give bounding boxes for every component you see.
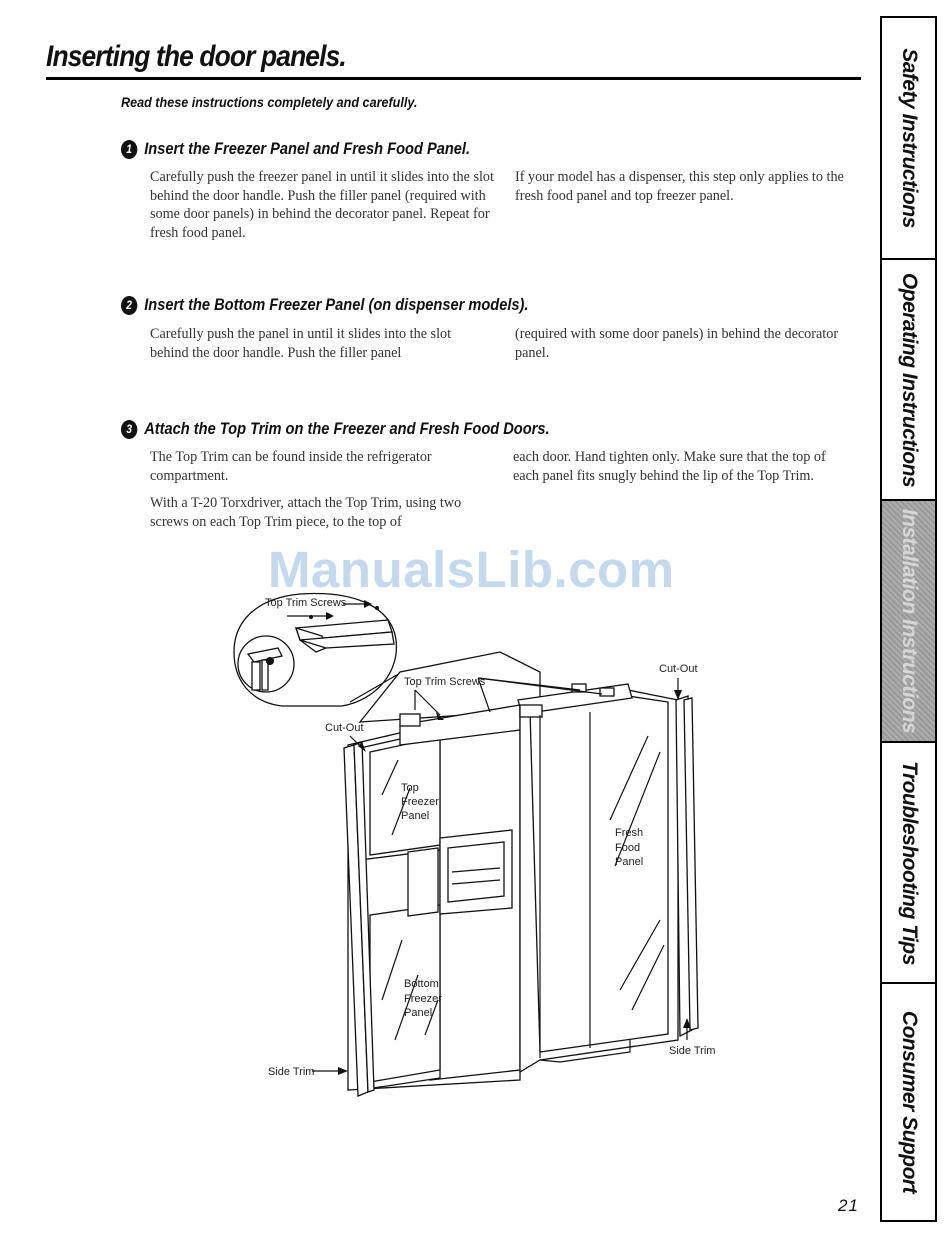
step-number-badge: 2 <box>121 296 138 315</box>
step-heading-text: Insert the Freezer Panel and Fresh Food … <box>144 139 471 158</box>
page-number: 21 <box>838 1196 859 1215</box>
step-3-heading: 3 Attach the Top Trim on the Freezer and … <box>121 419 550 439</box>
title-rule <box>46 77 861 80</box>
tab-installation-instructions[interactable]: Installation Instructions <box>882 501 935 743</box>
fresh-food-label-1: Fresh <box>615 827 643 839</box>
bottom-freezer-label-2: Freezer <box>404 993 442 1005</box>
tab-safety-instructions[interactable]: Safety Instructions <box>882 18 935 260</box>
cutout-left-label: Cut-Out <box>325 722 364 734</box>
side-trim-left-label: Side Trim <box>268 1066 314 1078</box>
step-number-badge: 1 <box>121 140 138 159</box>
tab-troubleshooting-tips[interactable]: Troubleshooting Tips <box>882 743 935 984</box>
paragraph: Carefully push the freezer panel in unti… <box>150 169 494 241</box>
step-number-badge: 3 <box>121 420 138 439</box>
tab-label: Installation Instructions <box>897 508 921 734</box>
step-1-left-column: Carefully push the freezer panel in unti… <box>150 168 500 251</box>
step-2-left-column: Carefully push the panel in until it sli… <box>150 325 490 371</box>
step-heading-text: Insert the Bottom Freezer Panel (on disp… <box>144 295 529 314</box>
tab-label: Operating Instructions <box>897 272 921 487</box>
fresh-food-label-2: Food <box>615 842 640 854</box>
step-3-right-column: each door. Hand tighten only. Make sure … <box>513 448 848 494</box>
tab-operating-instructions[interactable]: Operating Instructions <box>882 260 935 501</box>
step-heading-text: Attach the Top Trim on the Freezer and F… <box>144 419 550 438</box>
step-1-right-column: If your model has a dispenser, this step… <box>515 168 860 214</box>
cutout-right-label: Cut-Out <box>659 663 698 675</box>
top-freezer-label-3: Panel <box>401 810 429 822</box>
watermark: ManualsLib.com <box>268 541 675 598</box>
lead-instruction: Read these instructions completely and c… <box>121 94 418 110</box>
top-trim-screws-label: Top Trim Screws <box>404 676 486 688</box>
paragraph: Carefully push the panel in until it sli… <box>150 326 452 361</box>
freezer-door <box>343 704 521 1097</box>
paragraph: (required with some door panels) in behi… <box>515 326 839 361</box>
step-3-left-column: The Top Trim can be found inside the ref… <box>150 448 490 540</box>
tab-consumer-support[interactable]: Consumer Support <box>882 984 935 1220</box>
step-2-right-column: (required with some door panels) in behi… <box>515 325 855 371</box>
fresh-food-label-3: Panel <box>615 856 643 868</box>
paragraph: If your model has a dispenser, this step… <box>515 169 844 204</box>
tab-label: Safety Instructions <box>897 48 921 228</box>
step-2-heading: 2 Insert the Bottom Freezer Panel (on dis… <box>121 295 528 315</box>
fresh-food-door <box>517 683 699 1074</box>
paragraph: With a T-20 Torxdriver, attach the Top T… <box>150 495 462 530</box>
page-title: Inserting the door panels. <box>46 40 347 73</box>
paragraph: each door. Hand tighten only. Make sure … <box>513 449 826 484</box>
top-freezer-label-1: Top <box>401 782 419 794</box>
top-freezer-label-2: Freezer <box>401 796 439 808</box>
tab-label: Consumer Support <box>897 1010 921 1194</box>
bottom-freezer-label-1: Bottom <box>404 978 439 990</box>
top-trim-inset: Top Trim Screws <box>233 592 403 707</box>
step-1-heading: 1 Insert the Freezer Panel and Fresh Food… <box>121 139 470 159</box>
tab-label: Troubleshooting Tips <box>897 760 921 965</box>
paragraph: The Top Trim can be found inside the ref… <box>150 449 432 484</box>
side-trim-right-label: Side Trim <box>669 1045 715 1057</box>
section-tabs: Safety Instructions Operating Instructio… <box>880 16 937 1222</box>
inset-screws-label: Top Trim Screws <box>265 597 347 609</box>
bottom-freezer-label-3: Panel <box>404 1007 432 1019</box>
